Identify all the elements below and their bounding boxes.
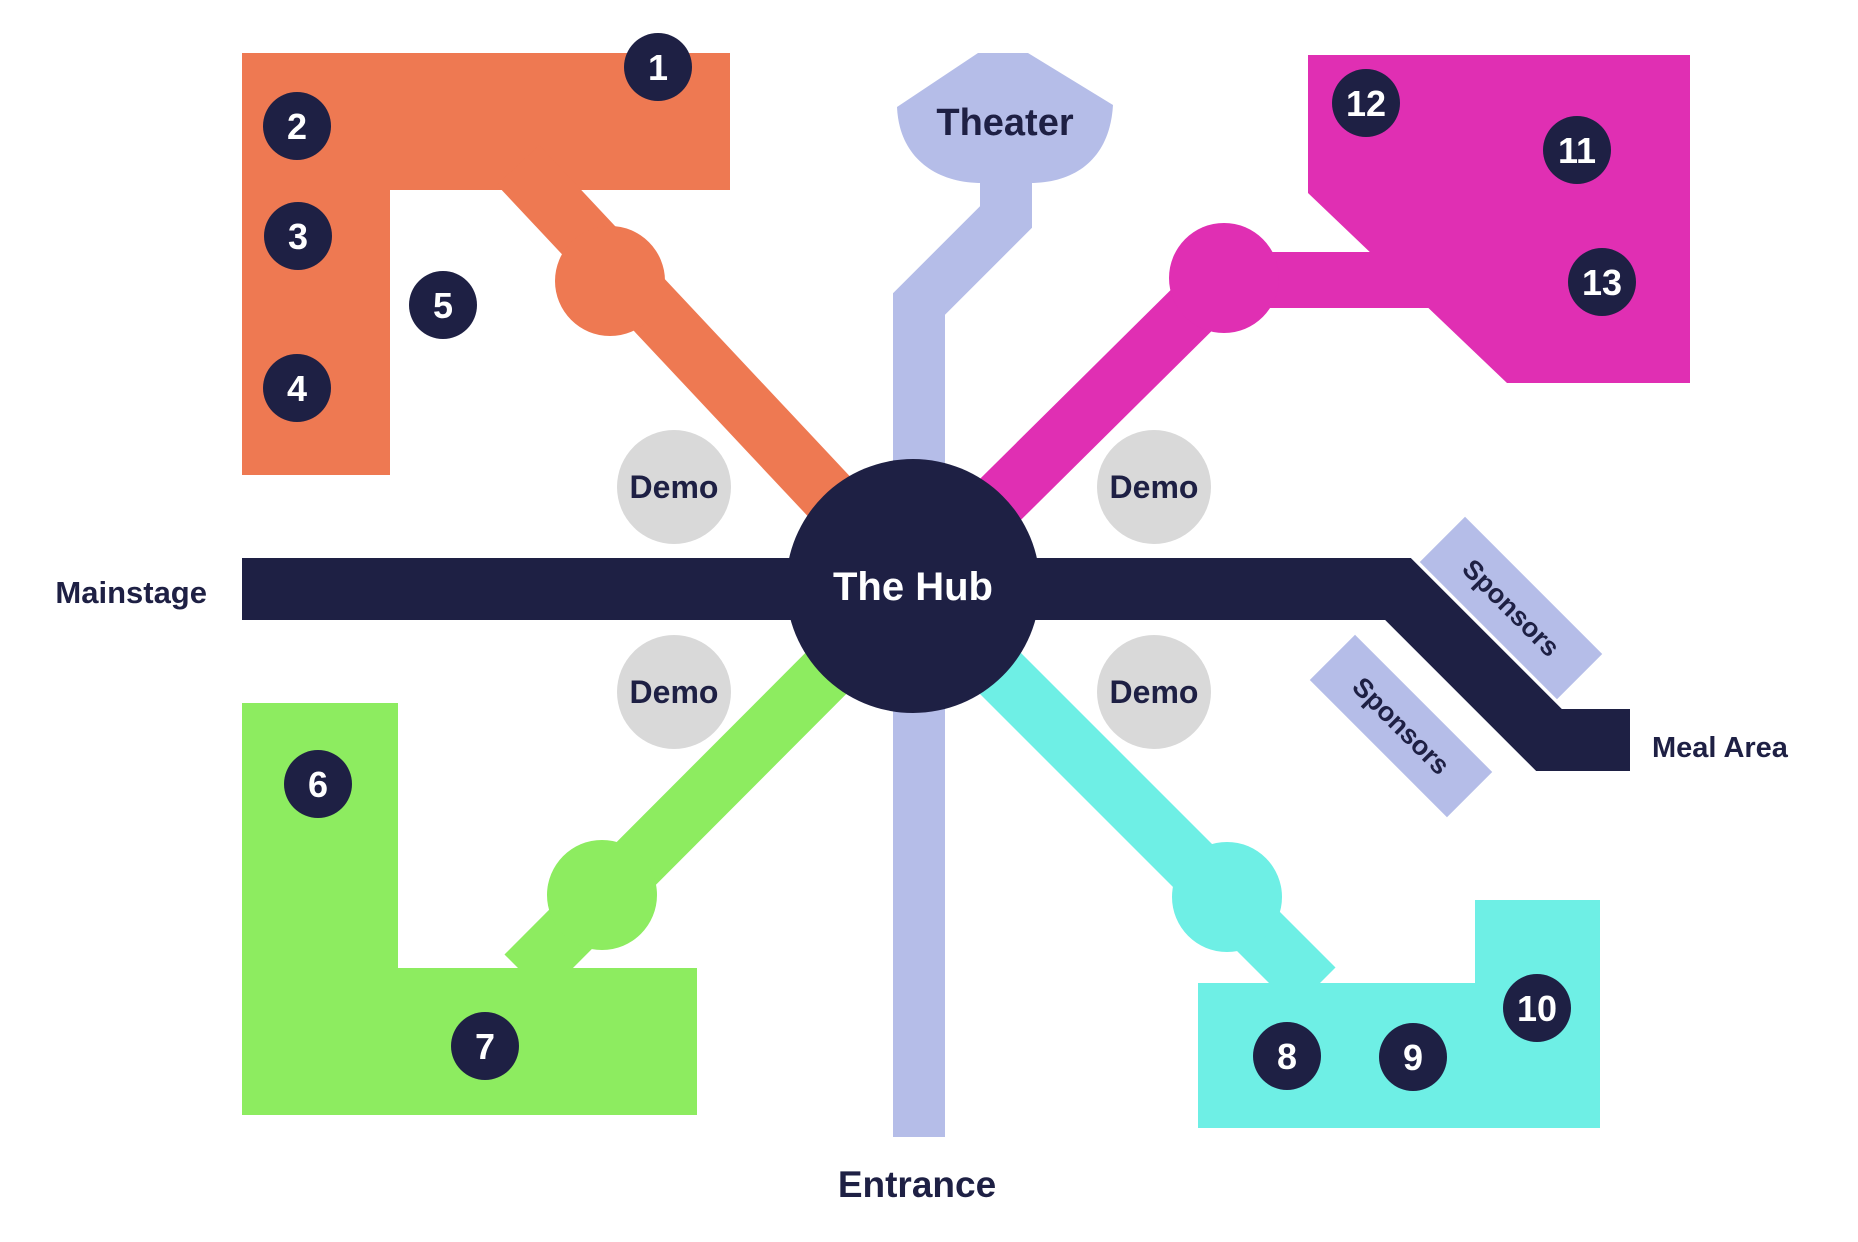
- station-badge-number: 1: [648, 47, 668, 88]
- hub[interactable]: The Hub: [786, 459, 1040, 713]
- station-badge-number: 6: [308, 764, 328, 805]
- hub-label: The Hub: [833, 565, 993, 609]
- station-badge-number: 8: [1277, 1036, 1297, 1077]
- theater-label: Theater: [936, 102, 1073, 144]
- demo-booth-circle[interactable]: [1097, 430, 1211, 544]
- hub-circle[interactable]: [786, 459, 1040, 713]
- sponsor-booth-lower-box[interactable]: [1309, 634, 1493, 818]
- station-badge-number: 3: [288, 216, 308, 257]
- station-badge-number: 13: [1582, 262, 1622, 303]
- station-badge-13[interactable]: 13: [1568, 248, 1636, 316]
- station-badge-7[interactable]: 7: [451, 1012, 519, 1080]
- station-badge-8[interactable]: 8: [1253, 1022, 1321, 1090]
- station-badge-circle[interactable]: [284, 750, 352, 818]
- station-badge-circle[interactable]: [409, 271, 477, 339]
- theater-entrance-line: [893, 53, 1113, 1137]
- station-badge-circle[interactable]: [1543, 116, 1611, 184]
- sponsor-booth-upper-box[interactable]: [1419, 516, 1603, 700]
- station-badge-circle[interactable]: [1503, 974, 1571, 1042]
- station-badge-6[interactable]: 6: [284, 750, 352, 818]
- zone-northwest-area[interactable]: [242, 53, 730, 475]
- station-badge-number: 12: [1346, 83, 1386, 124]
- meal-area-label: Meal Area: [1652, 732, 1789, 764]
- station-badge-number: 11: [1558, 130, 1596, 171]
- demo-booth-label: Demo: [1110, 469, 1199, 505]
- station-badge-circle[interactable]: [1332, 69, 1400, 137]
- station-badge-circle[interactable]: [1379, 1023, 1447, 1091]
- station-badge-12[interactable]: 12: [1332, 69, 1400, 137]
- station-badge-circle[interactable]: [451, 1012, 519, 1080]
- station-badge-11[interactable]: 11: [1543, 116, 1611, 184]
- zone-southwest: [242, 565, 934, 1115]
- demo-booth-label: Demo: [630, 469, 719, 505]
- station-badge-3[interactable]: 3: [264, 202, 332, 270]
- station-badge-5[interactable]: 5: [409, 271, 477, 339]
- station-badge-number: 7: [475, 1026, 495, 1067]
- station-badge-4[interactable]: 4: [263, 354, 331, 422]
- theater-area[interactable]: [897, 53, 1113, 183]
- station-badge-number: 5: [433, 285, 453, 326]
- station-badge-1[interactable]: 1: [624, 33, 692, 101]
- station-badge-10[interactable]: 10: [1503, 974, 1571, 1042]
- demo-booth-circle[interactable]: [617, 430, 731, 544]
- station-badge-circle[interactable]: [263, 92, 331, 160]
- station-badge-number: 9: [1403, 1037, 1423, 1078]
- zone-northeast-junction: [1169, 223, 1279, 333]
- demo-booth-bottom-right[interactable]: Demo: [1097, 635, 1211, 749]
- demo-booth-label: Demo: [1110, 674, 1199, 710]
- entrance-line: [893, 168, 1032, 1137]
- demo-booth-top-left[interactable]: Demo: [617, 430, 731, 544]
- demo-booth-top-right[interactable]: Demo: [1097, 430, 1211, 544]
- zone-northwest-junction: [555, 226, 665, 336]
- station-badge-circle[interactable]: [624, 33, 692, 101]
- station-badge-circle[interactable]: [1568, 248, 1636, 316]
- station-badge-number: 2: [287, 106, 307, 147]
- zone-southwest-junction: [547, 840, 657, 950]
- zone-southeast-junction: [1172, 842, 1282, 952]
- demo-booth-circle[interactable]: [1097, 635, 1211, 749]
- zone-southwest-area[interactable]: [242, 703, 697, 1115]
- station-badge-circle[interactable]: [1253, 1022, 1321, 1090]
- demo-booth-label: Demo: [630, 674, 719, 710]
- entrance-label: Entrance: [838, 1164, 996, 1205]
- mainstage-label: Mainstage: [55, 575, 207, 610]
- station-badge-number: 10: [1517, 988, 1557, 1029]
- demo-booth-circle[interactable]: [617, 635, 731, 749]
- station-badge-circle[interactable]: [264, 202, 332, 270]
- station-badge-2[interactable]: 2: [263, 92, 331, 160]
- demo-booth-bottom-left[interactable]: Demo: [617, 635, 731, 749]
- meal-area-line-right: [913, 558, 1630, 771]
- station-badge-number: 4: [287, 368, 307, 409]
- zone-northwest: [242, 53, 935, 606]
- station-badge-circle[interactable]: [263, 354, 331, 422]
- station-badge-9[interactable]: 9: [1379, 1023, 1447, 1091]
- station-badges: 1 2 3 4 5 6 7 8: [263, 33, 1636, 1091]
